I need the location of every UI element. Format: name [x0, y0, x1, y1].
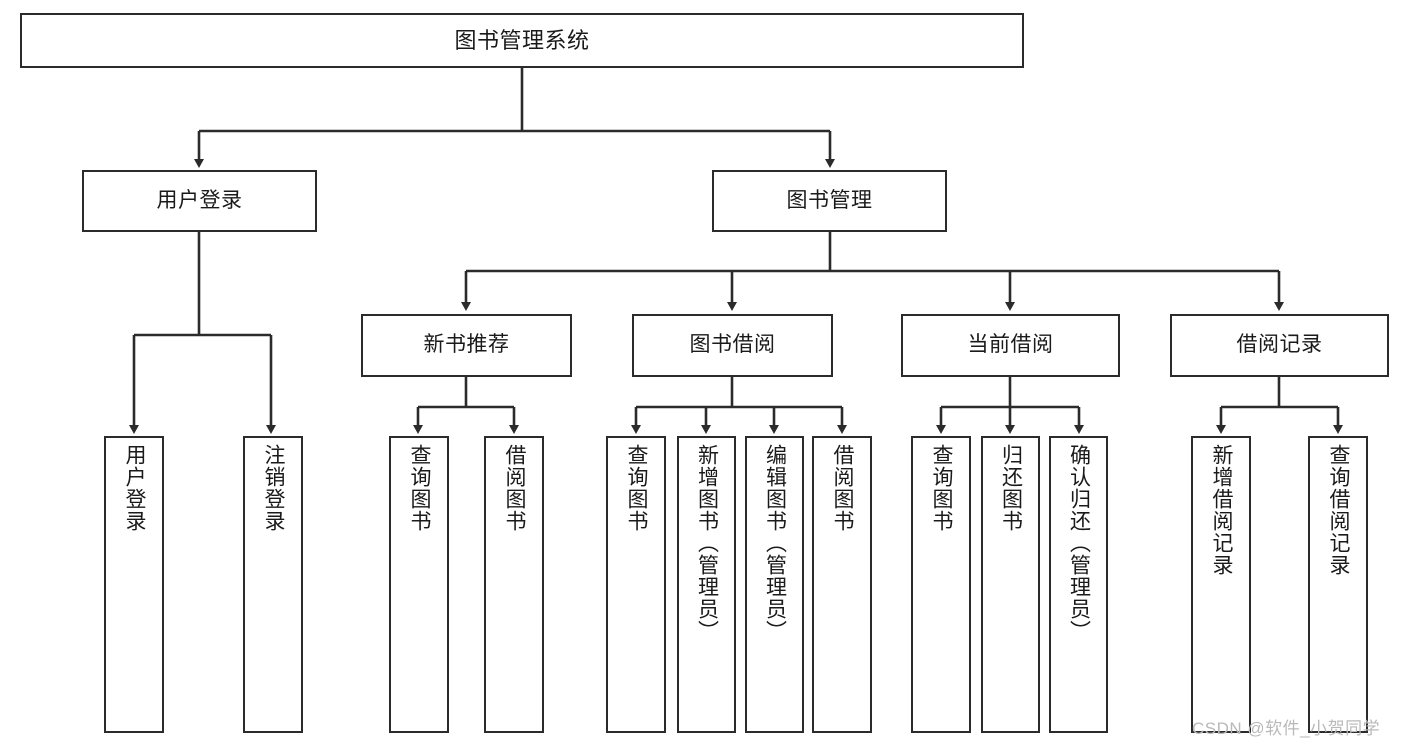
- node-label: 图书管理: [786, 188, 873, 212]
- node-label: 图书管理系统: [454, 27, 590, 53]
- node-label: 新增借阅记录: [1210, 444, 1234, 576]
- node-current-borrow[interactable]: 当前借阅: [901, 314, 1120, 377]
- node-label: 查询图书: [625, 444, 649, 532]
- node-label: 查询图书: [930, 444, 954, 532]
- node-label: 归还图书: [999, 444, 1023, 532]
- node-label: 用户登录: [156, 188, 243, 212]
- leaf-query-book-current[interactable]: 查询图书: [911, 436, 971, 733]
- node-label: 确认归还（管理员）: [1067, 444, 1091, 642]
- leaf-user-login[interactable]: 用户登录: [104, 436, 164, 733]
- node-label: 新增图书（管理员）: [695, 444, 719, 642]
- node-label: 用户登录: [123, 444, 147, 532]
- leaf-query-book-recommend[interactable]: 查询图书: [389, 436, 449, 733]
- node-label: 新书推荐: [423, 333, 510, 357]
- leaf-add-book-admin[interactable]: 新增图书（管理员）: [677, 436, 736, 733]
- node-label: 编辑图书（管理员）: [763, 444, 787, 642]
- leaf-query-book-borrow[interactable]: 查询图书: [606, 436, 666, 733]
- node-user-login[interactable]: 用户登录: [82, 170, 317, 232]
- node-label: 借阅记录: [1236, 333, 1323, 357]
- node-label: 当前借阅: [967, 333, 1054, 357]
- leaf-confirm-return-admin[interactable]: 确认归还（管理员）: [1049, 436, 1108, 733]
- leaf-borrow-book[interactable]: 借阅图书: [812, 436, 872, 733]
- node-label: 图书借阅: [689, 333, 776, 357]
- node-book-management[interactable]: 图书管理: [712, 170, 947, 232]
- node-book-borrow[interactable]: 图书借阅: [632, 314, 833, 377]
- leaf-query-borrow-record[interactable]: 查询借阅记录: [1308, 436, 1368, 733]
- node-label: 注销登录: [262, 444, 286, 532]
- watermark-text: CSDN @软件_小贺同学: [1192, 719, 1381, 738]
- node-label: 查询图书: [408, 444, 432, 532]
- node-new-book-recommend[interactable]: 新书推荐: [361, 314, 572, 377]
- leaf-add-borrow-record[interactable]: 新增借阅记录: [1191, 436, 1251, 733]
- leaf-borrow-book-recommend[interactable]: 借阅图书: [484, 436, 544, 733]
- node-root-system[interactable]: 图书管理系统: [20, 13, 1024, 68]
- leaf-edit-book-admin[interactable]: 编辑图书（管理员）: [745, 436, 804, 733]
- node-label: 借阅图书: [831, 444, 855, 532]
- node-borrow-record[interactable]: 借阅记录: [1170, 314, 1389, 377]
- leaf-return-book[interactable]: 归还图书: [981, 436, 1040, 733]
- leaf-logout[interactable]: 注销登录: [243, 436, 303, 733]
- node-label: 查询借阅记录: [1327, 444, 1351, 576]
- node-label: 借阅图书: [503, 444, 527, 532]
